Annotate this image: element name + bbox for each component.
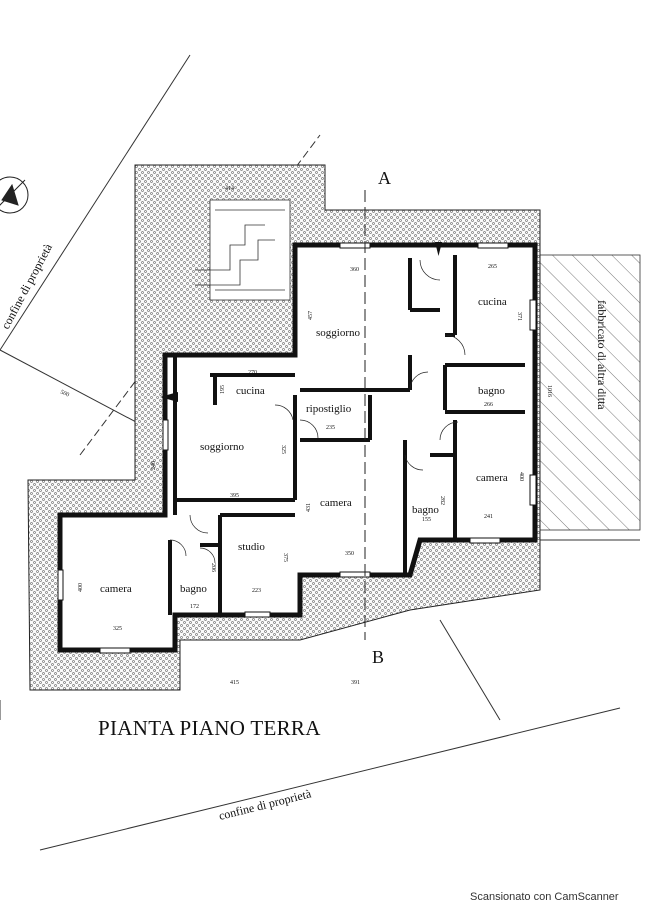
dim-label: 270 xyxy=(248,370,257,376)
dim-label: 241 xyxy=(484,514,493,520)
room-soggiorno-left: soggiorno xyxy=(200,441,245,453)
room-camera-center: camera xyxy=(320,497,352,509)
room-cucina-left: cucina xyxy=(236,385,265,397)
neighbor-label: fabbricato di altra ditta xyxy=(595,300,609,410)
room-labels: soggiorno cucina bagno camera bagno ripo… xyxy=(100,296,508,595)
neighbor-building: fabbricato di altra ditta xyxy=(536,254,641,531)
room-camera-left: camera xyxy=(100,583,132,595)
room-soggiorno-right: soggiorno xyxy=(316,327,361,339)
dim-label: 265 xyxy=(488,264,497,270)
dim-label: 325 xyxy=(280,445,286,454)
room-studio: studio xyxy=(238,541,265,553)
door-swings xyxy=(169,259,466,564)
dim-label: 1016 xyxy=(546,385,552,397)
dim-label: 223 xyxy=(252,588,261,594)
dim-label: 400 xyxy=(518,472,524,481)
dim-label: 371 xyxy=(516,312,522,321)
dim-label: 206 xyxy=(210,563,216,572)
windows xyxy=(57,242,537,654)
dim-label: 266 xyxy=(484,402,493,408)
dim-label: 325 xyxy=(113,626,122,632)
section-label-b: B xyxy=(372,647,384,667)
dim-label: 395 xyxy=(230,493,239,499)
dimension-labels: 360 265 270 235 395 350 223 325 172 155 … xyxy=(59,186,552,686)
plan-title: PIANTA PIANO TERRA xyxy=(98,716,321,740)
room-bagno-small: bagno xyxy=(412,504,439,516)
dim-label: 391 xyxy=(351,680,360,686)
dim-label: 415 xyxy=(230,680,239,686)
scanner-footer: Scansionato con CamScanner xyxy=(470,891,619,903)
staircase xyxy=(195,199,291,301)
dim-label: 172 xyxy=(190,604,199,610)
dim-label: 500 xyxy=(59,389,70,398)
room-ripostiglio: ripostiglio xyxy=(306,403,352,415)
building-footprint xyxy=(57,242,538,653)
property-label-bottom: confine di proprietà xyxy=(217,786,313,823)
dim-label: 457 xyxy=(308,311,314,320)
room-camera-right: camera xyxy=(476,472,508,484)
dim-label: 195 xyxy=(220,385,226,394)
dim-label: 375 xyxy=(282,553,288,562)
room-bagno-left: bagno xyxy=(180,583,207,595)
interior-walls xyxy=(168,255,525,615)
dim-label: 240 xyxy=(151,461,157,470)
dim-label: 155 xyxy=(422,517,431,523)
property-label-left: confine di proprietà xyxy=(0,241,55,332)
dim-label: 360 xyxy=(350,267,359,273)
section-label-a: A xyxy=(378,168,391,188)
compass-icon xyxy=(0,176,29,214)
room-bagno-right: bagno xyxy=(478,385,505,397)
section-line: A B xyxy=(364,168,391,667)
room-cucina-right: cucina xyxy=(478,296,507,308)
dim-label: 350 xyxy=(345,551,354,557)
dim-label: 414 xyxy=(225,186,234,192)
dim-label: 431 xyxy=(306,503,312,512)
entrance-arrows xyxy=(160,242,442,402)
dim-label: 235 xyxy=(326,425,335,431)
dim-label: 282 xyxy=(439,496,445,505)
dim-label: 400 xyxy=(78,583,84,592)
